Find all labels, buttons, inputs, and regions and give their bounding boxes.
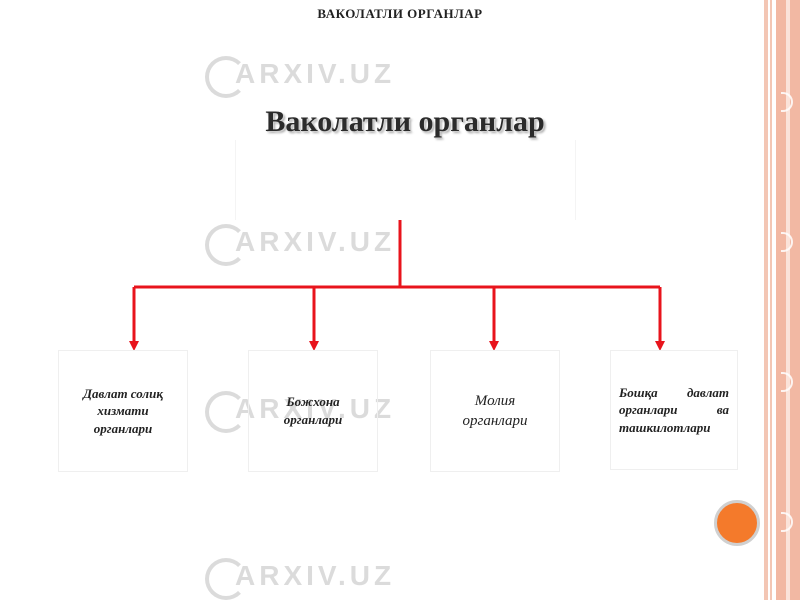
magnifier-icon: [205, 391, 247, 433]
node-label: Давлат солиқ хизмати органлари: [83, 385, 163, 436]
magnifier-icon: [205, 558, 247, 600]
decorative-stripe: [764, 0, 768, 600]
binder-ring-icon: [781, 232, 793, 252]
binder-ring-icon: [781, 372, 793, 392]
watermark-text: ARXIV.UZ: [235, 560, 396, 591]
watermark: ARXIV.UZ: [205, 552, 425, 608]
other-agencies-box: Бошқа давлат органлари ва ташкилотлари: [610, 350, 738, 470]
watermark-text: ARXIV.UZ: [235, 393, 396, 424]
binder-ring-icon: [781, 512, 793, 532]
node-label: Молия органлари: [462, 392, 528, 429]
magnifier-icon: [205, 224, 247, 266]
node-label: Бошқа давлат органлари ва ташкилотлари: [619, 384, 729, 435]
root-box-border: [235, 140, 236, 220]
binder-ring-icon: [781, 92, 793, 112]
magnifier-icon: [205, 56, 247, 98]
finance-box: Молия органлари: [430, 350, 560, 472]
slide-title: ВАКОЛАТЛИ ОРГАНЛАР: [317, 6, 483, 21]
watermark: ARXIV.UZ: [205, 50, 425, 106]
node-label: Божхона органлари: [283, 394, 343, 427]
root-box-border: [575, 140, 576, 220]
watermark: ARXIV.UZ: [205, 218, 425, 274]
diagram-root-title: Ваколатли органлар: [265, 105, 545, 138]
watermark-text: ARXIV.UZ: [235, 226, 396, 257]
decorative-stripe: [786, 0, 790, 600]
customs-box: Божхона органлари: [248, 350, 378, 472]
decorative-stripe: [770, 0, 772, 600]
watermark: ARXIV.UZ: [205, 385, 425, 441]
decorative-circle: [714, 500, 760, 546]
tax-service-box: Давлат солиқ хизмати органлари: [58, 350, 188, 472]
watermark-text: ARXIV.UZ: [235, 58, 396, 89]
